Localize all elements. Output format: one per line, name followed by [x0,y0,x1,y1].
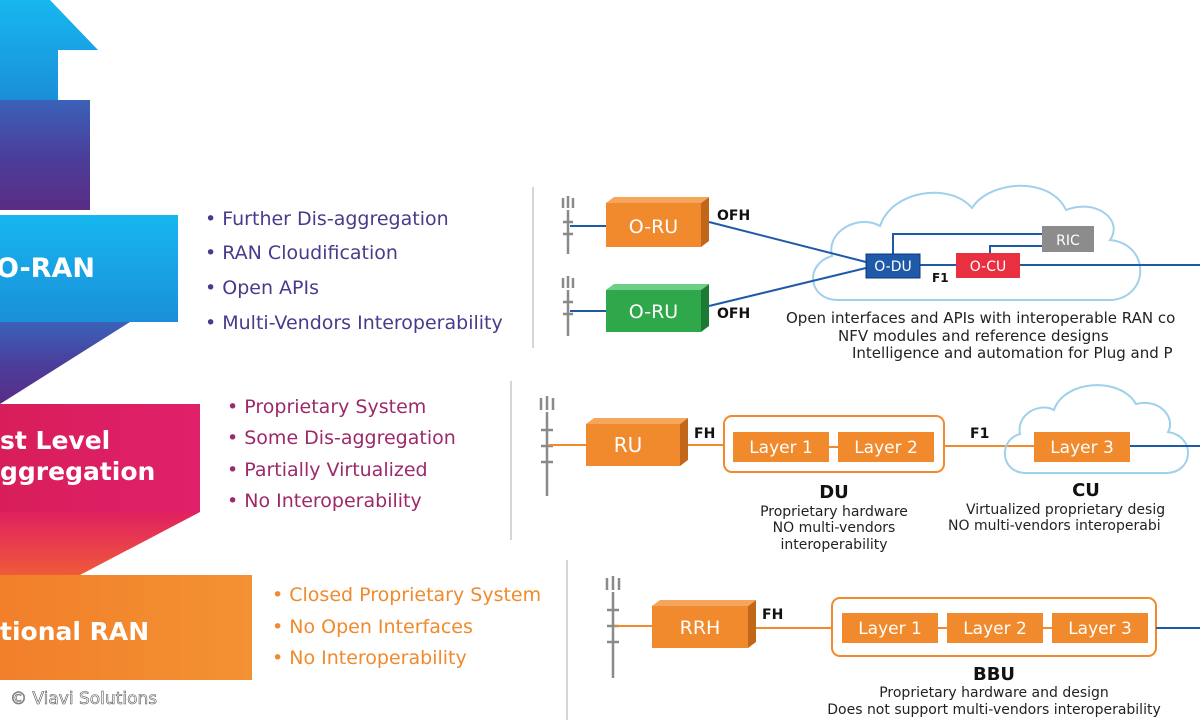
o-ru-block-bottom [606,290,701,332]
link [892,233,1042,255]
list-item: • Partially Virtualized [227,459,428,481]
o-ru-block-top [606,203,701,247]
antenna-icon [561,276,575,336]
layer1-label: Layer 1 [749,438,813,458]
cu-title: CU [1072,480,1100,501]
cu-caption-line: NO multi-vendors interoperabi [948,518,1161,534]
o-cu-label: O-CU [970,259,1006,275]
ru-block [586,424,680,466]
du-caption-line: interoperability [780,537,887,553]
traditional-network-diagram: RRH FH Layer 1 Layer 2 Layer 3 BBU Propr… [605,576,1200,718]
ric-label: RIC [1056,233,1080,249]
band-purple [0,322,130,404]
list-item: • Some Dis-aggregation [227,427,456,449]
cu-caption-line: Virtualized proprietary desig [966,502,1165,518]
band-blue-purple [0,100,90,210]
arrow-head [0,0,98,100]
link [708,267,867,307]
list-item: • Multi-Vendors Interoperability [205,312,503,334]
tier-first-label-line2: ggregation [0,457,155,486]
traditional-bullet-list: • Closed Proprietary System • No Open In… [272,584,541,669]
tier-first-block [0,404,200,512]
list-item: • No Open Interfaces [272,616,473,638]
ofh-label-bottom: OFH [717,306,750,322]
layer3-label: Layer 3 [1050,438,1114,458]
f1-label: F1 [970,426,989,442]
bbu-caption-line: Proprietary hardware and design [879,685,1109,701]
layer1-label: Layer 1 [858,619,922,639]
first-bullet-list: • Proprietary System • Some Dis-aggregat… [227,396,456,512]
antenna-icon [561,196,575,254]
layer1-block [842,613,938,643]
ric-block [1042,226,1094,252]
bbu-caption-line: Does not support multi-vendors interoper… [827,702,1161,718]
du-title: DU [819,482,849,503]
ru-label: RU [614,433,643,457]
o-ru-label-top: O-RU [629,216,678,238]
oran-caption-line: Open interfaces and APIs with interopera… [786,309,1175,327]
layer3-block [1052,613,1148,643]
oran-caption-line: NFV modules and reference designs [838,327,1109,345]
list-item: • Closed Proprietary System [272,584,541,606]
list-item: • No Interoperability [227,490,422,512]
layer2-label: Layer 2 [854,438,918,458]
list-item: • Further Dis-aggregation [205,208,449,230]
o-du-label: O-DU [874,259,912,275]
list-item: • Open APIs [205,277,319,299]
antenna-icon [605,576,621,678]
o-ru-label-bottom: O-RU [629,301,678,323]
layer3-label: Layer 3 [1068,619,1132,639]
list-item: • RAN Cloudification [205,242,398,264]
cloud-shape [812,184,1142,301]
oran-caption-line: Intelligence and automation for Plug and… [852,344,1173,362]
layer2-label: Layer 2 [963,619,1027,639]
tier-traditional-block [0,575,252,680]
layer1-block [733,432,829,462]
cloud-shape [1004,384,1189,474]
tier-oran-block [0,215,178,322]
rrh-block [652,606,748,648]
copyright-text: © Viavi Solutions [10,689,157,709]
fh-label: FH [762,607,783,623]
du-container [723,415,945,473]
staircase-arrow [0,0,252,680]
tier-traditional-label: tional RAN [0,617,149,646]
oran-network-diagram: O-RU O-RU OFH OFH O-DU O-CU RIC F1 Open … [561,184,1200,362]
du-caption-line: Proprietary hardware [760,504,908,520]
f1-label: F1 [932,271,949,285]
du-caption-line: NO multi-vendors [773,520,896,536]
layer3-block [1034,432,1130,462]
layer2-block [838,432,934,462]
o-du-block [865,253,921,279]
band-pink-orange [0,512,200,575]
link [708,221,867,263]
ofh-label-top: OFH [717,208,750,224]
link [989,245,1042,253]
list-item: • No Interoperability [272,647,467,669]
bbu-title: BBU [973,664,1015,685]
list-item: • Proprietary System [227,396,426,418]
tier-first-label-line1: st Level [0,426,110,455]
layer2-block [947,613,1043,643]
tier-oran-label: O-RAN [0,253,95,284]
o-cu-block [956,253,1020,278]
oran-bullet-list: • Further Dis-aggregation • RAN Cloudifi… [205,208,503,334]
first-level-network-diagram: RU FH Layer 1 Layer 2 F1 Layer 3 DU Prop… [539,384,1200,553]
antenna-icon [539,396,555,496]
fh-label: FH [694,426,715,442]
rrh-label: RRH [680,617,721,639]
